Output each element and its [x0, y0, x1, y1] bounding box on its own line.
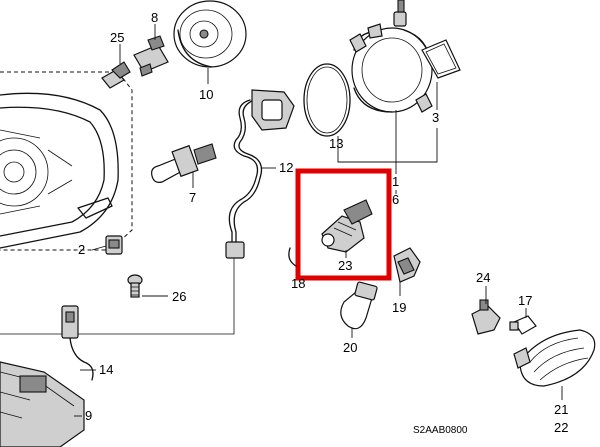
- callout-2: 2: [78, 242, 85, 257]
- callout-17: 17: [518, 293, 532, 308]
- part-23-bulb-socket: 23: [321, 199, 373, 273]
- callout-8: 8: [151, 10, 158, 25]
- diagram-code: S2AAB0800: [413, 425, 468, 436]
- part-24-socket: 24: [471, 270, 501, 335]
- callout-24: 24: [476, 270, 490, 285]
- callout-7: 7: [189, 190, 196, 205]
- part-26-screw: 26: [127, 274, 186, 304]
- part-25-bulb: 25: [101, 30, 131, 89]
- part-2-clip: 2: [78, 235, 123, 257]
- callout-bracket: [337, 128, 438, 163]
- callout-19: 19: [392, 300, 406, 315]
- callout-23: 23: [338, 258, 352, 273]
- top-screw: [393, 0, 407, 27]
- callout-10: 10: [199, 87, 213, 102]
- callout-14: 14: [99, 362, 113, 377]
- part-21-side-marker: 21 22: [513, 329, 596, 435]
- headlight-assembly: [0, 71, 133, 251]
- part-17-bulb: 17: [509, 293, 537, 335]
- part-10-cap: 10: [173, 0, 247, 102]
- part-19-socket: 19: [392, 247, 421, 315]
- callout-3: 3: [432, 110, 439, 125]
- part-9-ballast: 9: [0, 361, 92, 447]
- part-12-harness: 12: [0, 89, 295, 335]
- part-13-ring: 13: [303, 63, 351, 156]
- callout-18: 18: [291, 276, 305, 291]
- part-7-bulb: 7: [151, 143, 217, 205]
- callout-12: 12: [279, 160, 293, 175]
- callout-13: 13: [329, 136, 343, 151]
- callout-20: 20: [343, 340, 357, 355]
- part-1-housing: 1: [349, 23, 433, 189]
- part-14-connector: 14: [61, 305, 113, 381]
- callout-22: 22: [554, 420, 568, 435]
- callout-25: 25: [110, 30, 124, 45]
- callout-1: 1: [392, 174, 399, 189]
- callout-6: 6: [392, 192, 399, 207]
- part-3-gasket: 3: [421, 39, 461, 125]
- callout-21: 21: [554, 402, 568, 417]
- callout-26: 26: [172, 289, 186, 304]
- callout-9: 9: [85, 408, 92, 423]
- highlight-box: [295, 168, 392, 281]
- part-8-socket: 8: [133, 10, 169, 77]
- part-18-clip: 18: [288, 247, 305, 291]
- part-20-bulb: 20: [340, 281, 378, 355]
